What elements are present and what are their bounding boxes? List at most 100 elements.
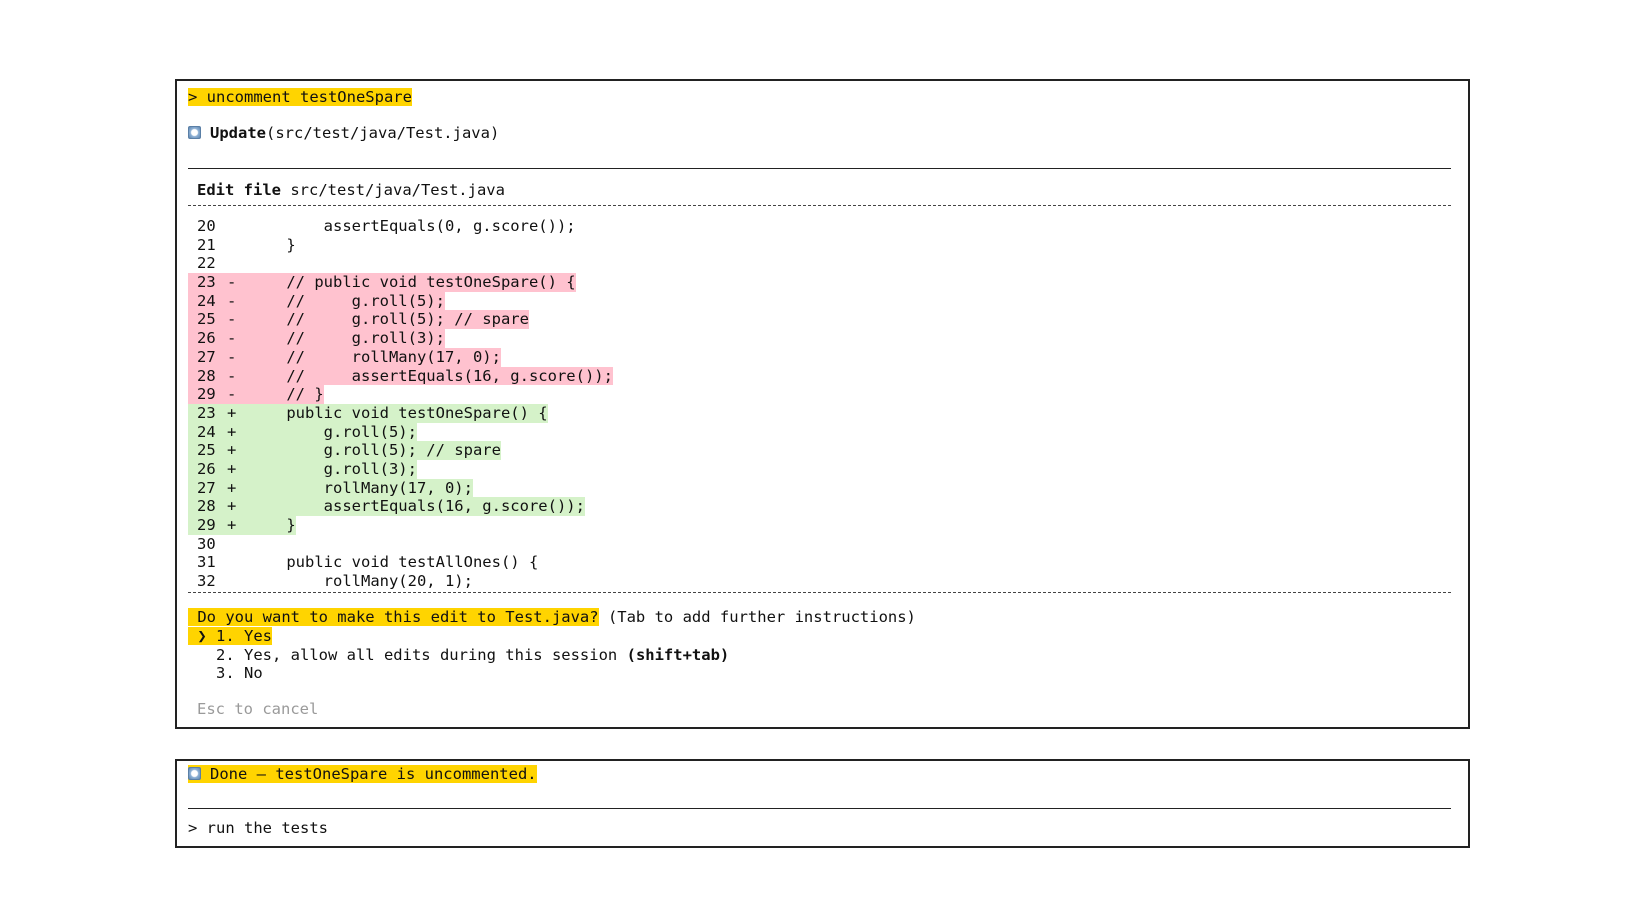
diff-line-content: 21 } (188, 236, 296, 255)
diff-line: 30 (188, 535, 613, 554)
confirm-question-line: Do you want to make this edit to Test.ja… (188, 608, 916, 627)
code-text: } (249, 516, 296, 534)
diff-line-content: 24- // g.roll(5); (188, 291, 445, 311)
diff-line: 25- // g.roll(5); // spare (188, 310, 613, 330)
diff-marker: + (227, 497, 237, 516)
confirm-question: Do you want to make this edit to Test.ja… (188, 608, 599, 626)
edit-title-path: src/test/java/Test.java (281, 181, 505, 199)
code-text: // g.roll(5); (249, 291, 445, 310)
result-panel: Done — testOneSpare is uncommented. > ru… (175, 759, 1470, 848)
diff-line-content: 27 + rollMany(17, 0); (188, 478, 473, 498)
next-prompt[interactable]: > run the tests (188, 819, 328, 837)
diff-line: 25+ g.roll(5); // spare (188, 441, 613, 460)
diff-marker (227, 553, 249, 572)
diff-line-content: 25+ g.roll(5); // spare (188, 441, 501, 460)
line-number: 27 (197, 478, 216, 497)
diff-bottom-divider (188, 592, 1451, 593)
diff-line-content: 20 assertEquals(0, g.score()); (188, 217, 576, 236)
code-text: rollMany(17, 0); (249, 478, 473, 497)
diff-marker: - (227, 366, 237, 385)
diff-marker (227, 254, 249, 273)
line-number: 30 (197, 534, 216, 553)
diff-line-content: 24+ g.roll(5); (188, 422, 417, 442)
diff-marker: - (227, 347, 237, 366)
option-yes[interactable]: ❯ 1. Yes (188, 627, 272, 646)
edit-title-label: Edit file (197, 181, 281, 199)
diff-marker: + (227, 403, 237, 422)
code-text: // public void testOneSpare() { (249, 273, 576, 292)
diff-marker: - (227, 385, 237, 404)
line-number: 20 (197, 217, 216, 235)
diff-line: 21 } (188, 236, 613, 255)
code-text: assertEquals(16, g.score()); (249, 497, 585, 516)
option-yes-label: ❯ 1. Yes (188, 627, 272, 645)
code-text: g.roll(5); // spare (249, 441, 501, 460)
diff-top-divider (188, 205, 1451, 206)
option-shortcut: (shift+tab) (626, 646, 730, 664)
line-number: 29 (197, 516, 216, 534)
edit-file-title: Edit file src/test/java/Test.java (197, 181, 505, 200)
diff-line-content: 30 (188, 535, 249, 554)
option-no[interactable]: 3. No (188, 664, 263, 683)
line-number: 28 (197, 366, 216, 385)
line-number: 21 (197, 235, 216, 254)
cancel-hint: Esc to cancel (197, 700, 319, 718)
diff-line-content: 26+ g.roll(3); (188, 459, 417, 479)
diff-marker: + (227, 478, 237, 497)
diff-line-content: 27- // rollMany(17, 0); (188, 347, 501, 367)
diff-line: 26- // g.roll(3); (188, 329, 613, 348)
diff-marker (227, 572, 249, 591)
diff-line: 29 + } (188, 516, 613, 535)
code-text: } (249, 235, 296, 254)
diff-line-content: 31 public void testAllOnes() { (188, 553, 538, 572)
line-number: 32 (197, 572, 216, 591)
diff-marker: + (227, 516, 237, 534)
line-number: 28 (197, 497, 216, 516)
diff-line-content: 26- // g.roll(3); (188, 329, 445, 348)
diff-marker (227, 535, 249, 554)
option-yes-all[interactable]: 2. Yes, allow all edits during this sess… (188, 646, 729, 665)
option-yes-all-label: 2. Yes, allow all edits during this sess… (188, 646, 627, 664)
diff-line: 24- // g.roll(5); (188, 291, 613, 311)
diff-line: 26+ g.roll(3); (188, 459, 613, 479)
tool-call-line: Update(src/test/java/Test.java) (188, 124, 499, 143)
diff-line: 32 rollMany(20, 1); (188, 572, 613, 591)
diff-view: 20 assertEquals(0, g.score());21 }22 23-… (188, 217, 613, 591)
line-number: 25 (197, 310, 216, 329)
square-status-icon (188, 126, 201, 139)
code-text: rollMany(20, 1); (249, 572, 473, 591)
square-status-icon (188, 767, 201, 780)
line-number: 22 (197, 254, 216, 273)
user-prompt: > uncomment testOneSpare (188, 88, 412, 107)
diff-line: 27- // rollMany(17, 0); (188, 347, 613, 367)
diff-marker (227, 217, 249, 236)
diff-line: 23+ public void testOneSpare() { (188, 403, 613, 423)
diff-line-content: 29- // } (188, 385, 324, 404)
tool-name: Update (210, 124, 266, 142)
code-text: assertEquals(0, g.score()); (249, 217, 576, 235)
diff-line: 28- // assertEquals(16, g.score()); (188, 366, 613, 386)
diff-line-content: 28 + assertEquals(16, g.score()); (188, 497, 585, 517)
line-number: 23 (197, 273, 216, 292)
code-text: // rollMany(17, 0); (249, 347, 501, 366)
divider (188, 168, 1451, 169)
tool-args: (src/test/java/Test.java) (266, 124, 500, 142)
diff-line: 23- // public void testOneSpare() { (188, 273, 613, 292)
diff-line-content: 25- // g.roll(5); // spare (188, 310, 529, 330)
diff-line-content: 23+ public void testOneSpare() { (188, 403, 548, 423)
diff-line-content: 23- // public void testOneSpare() { (188, 273, 576, 292)
code-text: public void testAllOnes() { (249, 553, 539, 572)
diff-marker: - (227, 291, 237, 310)
diff-line-content: 22 (188, 254, 249, 273)
code-text: // } (249, 385, 324, 404)
diff-line-content: 29 + } (188, 516, 296, 535)
diff-line: 28 + assertEquals(16, g.score()); (188, 497, 613, 517)
diff-line: 22 (188, 254, 613, 273)
diff-marker: + (227, 422, 237, 441)
diff-line: 24+ g.roll(5); (188, 422, 613, 442)
diff-line: 29- // } (188, 385, 613, 404)
option-no-label: 3. No (188, 664, 263, 682)
edit-approval-panel: > uncomment testOneSpare Update(src/test… (175, 79, 1470, 729)
diff-marker: + (227, 441, 237, 460)
done-highlight: Done — testOneSpare is uncommented. (188, 765, 537, 783)
